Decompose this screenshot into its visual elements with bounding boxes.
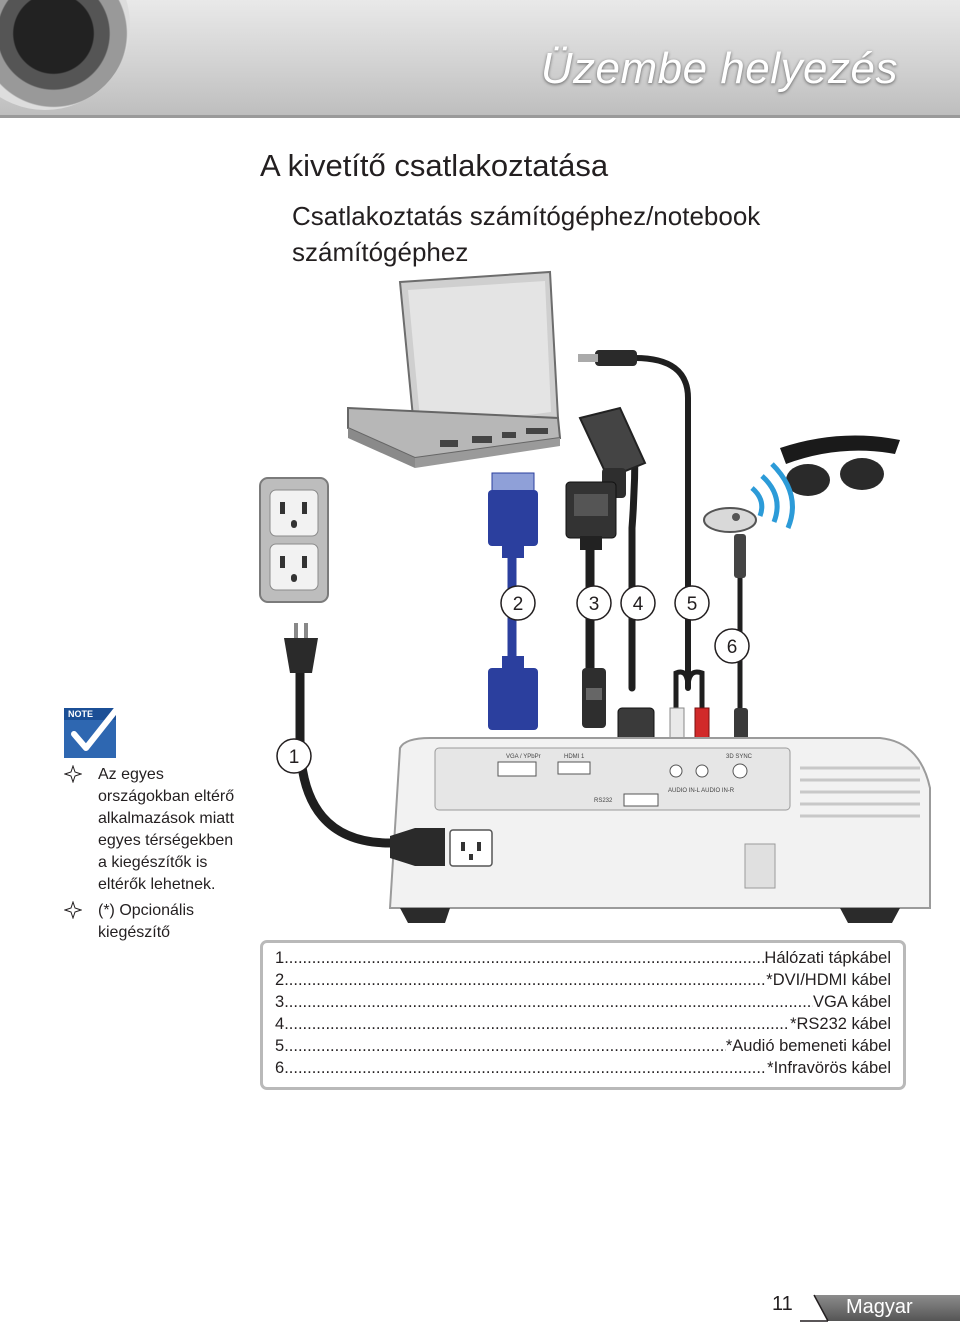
note-text: (*) Opcionális kiegészítő xyxy=(98,902,195,941)
header-band: Üzembe helyezés xyxy=(0,0,960,118)
legend-number: 6 xyxy=(275,1059,285,1077)
svg-text:HDMI 1: HDMI 1 xyxy=(564,754,585,760)
cable-legend: 1 Hálózati tápkábel 2 *DVI/HDMI kábel 3 VGA… xyxy=(260,940,906,1090)
legend-row: 5 *Audió bemeneti kábel xyxy=(275,1035,891,1057)
svg-text:3: 3 xyxy=(589,594,600,615)
legend-label: Hálózati tápkábel xyxy=(764,949,891,967)
subsection-title: Csatlakoztatás számítógéphez/notebook sz… xyxy=(292,201,761,267)
page-number: 11 xyxy=(772,1293,793,1315)
language-tab xyxy=(800,1294,960,1322)
svg-text:6: 6 xyxy=(727,637,738,658)
legend-number: 3 xyxy=(275,993,285,1011)
legend-label: *RS232 kábel xyxy=(790,1015,891,1033)
legend-row: 6 *Infravörös kábel xyxy=(275,1057,891,1079)
svg-text:RS232: RS232 xyxy=(594,798,613,804)
svg-text:2: 2 xyxy=(513,594,524,615)
note-list: Az egyes országokban eltérő alkalmazások… xyxy=(64,764,244,948)
audio-jack-plug xyxy=(578,350,637,366)
note-text: Az egyes országokban eltérő alkalmazások… xyxy=(98,766,235,893)
callout-2: 2 xyxy=(500,585,536,621)
chapter-title: Üzembe helyezés xyxy=(540,44,898,93)
ir-emitter xyxy=(703,462,795,578)
legend-label: *Infravörös kábel xyxy=(767,1059,891,1077)
legend-number: 1 xyxy=(275,949,285,967)
legend-row: 1 Hálózati tápkábel xyxy=(275,947,891,969)
callout-3: 3 xyxy=(576,585,612,621)
svg-text:AUDIO IN-L AUDIO IN-R: AUDIO IN-L AUDIO IN-R xyxy=(668,788,735,794)
legend-row: 2 *DVI/HDMI kábel xyxy=(275,969,891,991)
callout-5: 5 xyxy=(674,585,710,621)
svg-text:NOTE: NOTE xyxy=(68,709,93,719)
legend-number: 4 xyxy=(275,1015,285,1033)
legend-number: 2 xyxy=(275,971,285,989)
svg-text:5: 5 xyxy=(687,594,698,615)
connection-diagram: 2 3 4 5 6 1 xyxy=(259,270,931,923)
callout-6: 6 xyxy=(714,628,750,664)
note-check-icon: NOTE xyxy=(64,698,127,758)
legend-label: *DVI/HDMI kábel xyxy=(766,971,891,989)
power-connector-side xyxy=(390,828,445,866)
legend-row: 3 VGA kábel xyxy=(275,991,891,1013)
hdmi-connector-bottom xyxy=(582,668,606,728)
power-plug-top xyxy=(284,623,318,673)
note-item: Az egyes országokban eltérő alkalmazások… xyxy=(64,764,244,896)
legend-number: 5 xyxy=(275,1037,285,1055)
svg-text:VGA / YPbPr: VGA / YPbPr xyxy=(506,754,541,760)
diamond-bullet-icon xyxy=(64,901,82,919)
dvi-connector-top xyxy=(565,481,617,550)
legend-row: 4 *RS232 kábel xyxy=(275,1013,891,1035)
section-title: A kivetítő csatlakoztatása xyxy=(260,148,609,183)
legend-label: VGA kábel xyxy=(813,993,891,1011)
legend-label: *Audió bemeneti kábel xyxy=(725,1037,891,1055)
wall-outlet xyxy=(259,477,329,603)
vga-connector-top xyxy=(488,472,538,558)
projector-illustration: VGA / YPbPr HDMI 1 RS232 AUDIO IN-L AUDI… xyxy=(388,737,931,923)
note-item: (*) Opcionális kiegészítő xyxy=(64,900,244,944)
projector-lens-graphic xyxy=(0,0,130,110)
svg-text:4: 4 xyxy=(633,594,644,615)
svg-text:1: 1 xyxy=(289,747,300,768)
vga-connector-bottom xyxy=(488,656,538,730)
diamond-bullet-icon xyxy=(64,765,82,783)
callout-4: 4 xyxy=(620,585,656,621)
callout-1: 1 xyxy=(276,738,312,774)
laptop-illustration xyxy=(347,270,562,468)
3d-glasses-icon xyxy=(780,435,900,496)
svg-text:3D SYNC: 3D SYNC xyxy=(726,754,753,760)
language-label: Magyar xyxy=(846,1296,913,1318)
